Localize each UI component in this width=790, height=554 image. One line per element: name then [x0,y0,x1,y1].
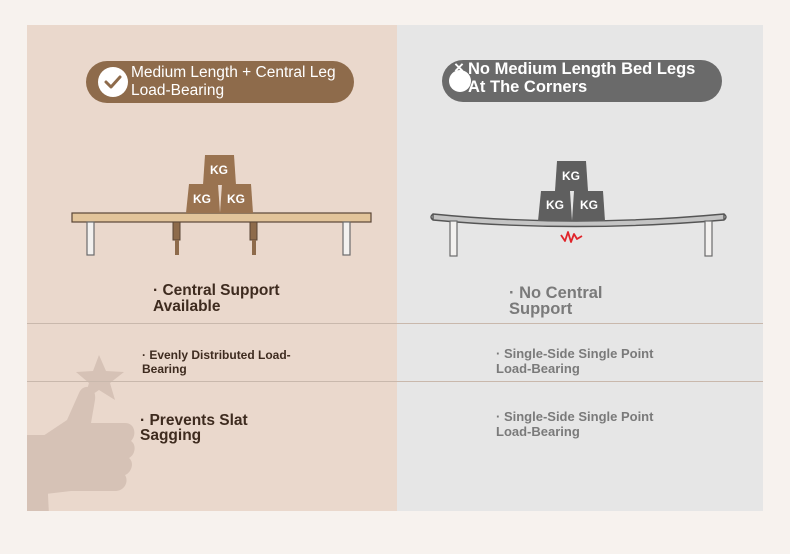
weight-block: KG [220,184,253,213]
feature-even-load: · Evenly Distributed Load-Bearing [142,348,291,376]
stress-icon [560,231,583,243]
feature-central-support: · Central Support Available [153,282,280,315]
weight-block: KG [538,191,572,221]
check-icon [98,67,128,97]
supported-bed-diagram: KG KG KG [71,155,372,256]
supported-bed-panel: Medium Length + Central Leg Load-Bearing… [27,25,397,511]
feature-prevents-sagging: · Prevents Slat Sagging [140,412,248,444]
svg-text:KG: KG [580,198,598,212]
unsupported-bed-diagram: KG KG KG [430,161,727,257]
central-leg [175,240,179,255]
feature-no-central-support: · No Central Support [509,284,603,318]
bed-leg [86,221,95,256]
row-divider [27,381,763,382]
svg-text:KG: KG [562,169,580,183]
unsupported-badge-text: No Medium Length Bed Legs At The Corners [468,60,696,96]
central-leg [249,221,258,241]
supported-badge-text: Medium Length + Central Leg Load-Bearing [131,64,336,99]
bed-leg [342,221,351,256]
svg-text:KG: KG [193,192,211,206]
svg-text:KG: KG [546,198,564,212]
bed-frame [71,212,372,223]
supported-badge: Medium Length + Central Leg Load-Bearing [86,61,354,103]
feature-single-point-load: · Single-Side Single Point Load-Bearing [496,409,654,439]
x-icon: × [454,58,464,77]
svg-text:KG: KG [227,192,245,206]
weight-block: KG [203,155,236,185]
central-leg [252,240,256,255]
unsupported-bed-panel: × No Medium Length Bed Legs At The Corne… [397,25,763,511]
bed-leg [704,220,713,257]
feature-single-point-load: · Single-Side Single Point Load-Bearing [496,346,654,376]
weight-block: KG [572,191,605,221]
weight-block: KG [186,184,220,213]
svg-text:KG: KG [210,163,228,177]
unsupported-badge: × No Medium Length Bed Legs At The Corne… [442,58,722,102]
bed-leg [449,220,458,257]
row-divider [27,323,763,324]
thumbs-up-icon [27,355,135,511]
weight-block: KG [555,161,588,191]
central-leg [172,221,181,241]
